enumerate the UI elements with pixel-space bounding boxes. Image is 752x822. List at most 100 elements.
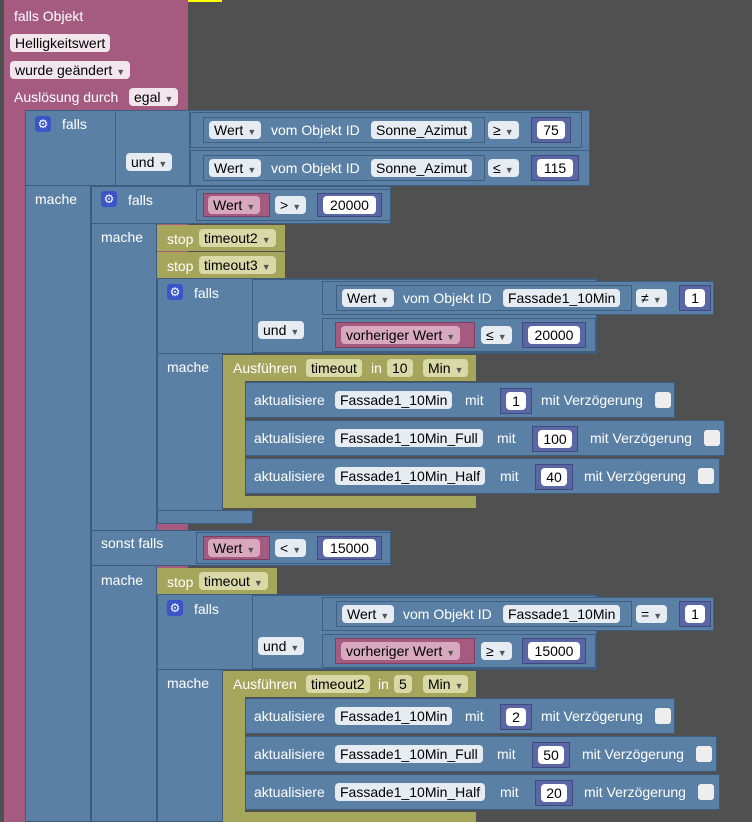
chevron-down-icon: ▼ [446, 332, 456, 342]
gear-icon[interactable]: ⚙ [167, 600, 183, 616]
object-id-field-2[interactable]: Sonne_Azimut [371, 159, 473, 177]
gear-icon[interactable]: ⚙ [167, 284, 183, 300]
number-value-8[interactable]: 15000 [528, 642, 580, 660]
stop-label-2: stop [167, 258, 194, 274]
timeout-name-2[interactable]: timeout2 [306, 675, 370, 693]
delay-checkbox-3[interactable] [698, 468, 714, 484]
number-value-4[interactable]: 1 [685, 289, 705, 307]
wert-dropdown-3[interactable]: Wert▼ [208, 196, 261, 214]
update-value-6[interactable]: 20 [541, 784, 567, 802]
chevron-down-icon: ▼ [380, 295, 390, 305]
vorheriger-wert-dropdown-8[interactable]: vorheriger Wert▼ [341, 642, 461, 660]
stop-dropdown-1[interactable]: timeout2▼ [199, 229, 276, 247]
chevron-down-icon: ▼ [290, 327, 300, 337]
chevron-down-icon: ▼ [652, 295, 662, 305]
mit-label-6: mit [500, 784, 519, 800]
number-value-2[interactable]: 115 [537, 159, 573, 177]
logic-and-block-1-head [115, 110, 190, 186]
wert-dropdown-1[interactable]: Wert▼ [209, 121, 262, 139]
update-block-1[interactable] [245, 382, 675, 418]
mit-label-4: mit [465, 708, 484, 724]
in-label-1: in [371, 360, 382, 376]
number-value-7[interactable]: 1 [685, 605, 705, 623]
operator-dropdown-2[interactable]: ≤▼ [488, 159, 519, 177]
stop-dropdown-3[interactable]: timeout▼ [199, 572, 268, 590]
operator-dropdown-5[interactable]: ≤▼ [481, 326, 512, 344]
aktualisiere-label-3: aktualisiere [254, 468, 325, 484]
chevron-down-icon: ▼ [292, 202, 302, 212]
vom-objekt-label-1: vom Objekt ID [271, 122, 360, 138]
update-object-5[interactable]: Fassade1_10Min_Full [335, 745, 483, 763]
aktualisiere-label-5: aktualisiere [254, 746, 325, 762]
operator-dropdown-3[interactable]: >▼ [275, 196, 307, 214]
mache-label-3: mache [167, 359, 210, 375]
update-block-2[interactable] [245, 420, 725, 456]
vorheriger-wert-dropdown-5[interactable]: vorheriger Wert▼ [341, 326, 461, 344]
und-dropdown-1b[interactable]: und▼ [126, 153, 173, 171]
update-object-2[interactable]: Fassade1_10Min_Full [335, 429, 483, 447]
ausfuehren-label-2: Ausführen [233, 676, 297, 692]
chevron-down-icon: ▼ [158, 159, 168, 169]
gear-icon[interactable]: ⚙ [101, 191, 117, 207]
if-block-inner-1-foot [157, 510, 253, 524]
object-name-field[interactable]: Helligkeitswert [10, 34, 111, 52]
falls-label-2: falls [128, 192, 153, 208]
number-value-3[interactable]: 20000 [323, 196, 376, 214]
delay-checkbox-5[interactable] [696, 746, 712, 762]
delay-checkbox-6[interactable] [698, 784, 714, 800]
wert-dropdown-6[interactable]: Wert▼ [208, 539, 261, 557]
chevron-down-icon: ▼ [164, 94, 174, 104]
delay-checkbox-1[interactable] [655, 392, 671, 408]
operator-dropdown-8[interactable]: ≥▼ [481, 642, 512, 660]
chevron-down-icon: ▼ [446, 648, 456, 658]
update-value-5[interactable]: 50 [538, 746, 564, 764]
object-id-field-4[interactable]: Fassade1_10Min [503, 289, 621, 307]
update-object-4[interactable]: Fassade1_10Min [335, 707, 453, 725]
wert-dropdown-2[interactable]: Wert▼ [209, 159, 262, 177]
und-dropdown-3[interactable]: und▼ [258, 637, 305, 655]
update-value-3[interactable]: 40 [541, 468, 567, 486]
number-value-1[interactable]: 75 [537, 121, 565, 139]
number-value-6[interactable]: 15000 [323, 539, 376, 557]
update-value-1[interactable]: 1 [506, 392, 526, 410]
chevron-down-icon: ▼ [497, 648, 507, 658]
delay-checkbox-2[interactable] [704, 430, 720, 446]
delay-checkbox-4[interactable] [655, 708, 671, 724]
aktualisiere-label-4: aktualisiere [254, 708, 325, 724]
timeout-block-2[interactable] [223, 671, 245, 822]
timeout-value-1[interactable]: 10 [387, 359, 413, 377]
update-value-2[interactable]: 100 [538, 430, 572, 448]
if-block-outer[interactable] [25, 110, 91, 822]
gear-icon[interactable]: ⚙ [35, 116, 51, 132]
timeout-block-1[interactable] [223, 355, 245, 507]
ausloesung-dropdown[interactable]: egal▼ [129, 88, 179, 106]
operator-dropdown-6[interactable]: <▼ [275, 539, 307, 557]
operator-dropdown-1[interactable]: ≥▼ [488, 121, 519, 139]
timeout-block-1-foot [223, 496, 476, 508]
vom-objekt-label-2: vom Objekt ID [271, 160, 360, 176]
update-object-1[interactable]: Fassade1_10Min [335, 391, 453, 409]
sonst-falls-label: sonst falls [101, 535, 164, 551]
update-object-6[interactable]: Fassade1_10Min_Half [335, 783, 486, 801]
update-value-4[interactable]: 2 [506, 708, 526, 726]
timeout-value-2[interactable]: 5 [394, 675, 412, 693]
update-block-4[interactable] [245, 698, 675, 734]
timeout-name-1[interactable]: timeout [306, 359, 362, 377]
update-block-5[interactable] [245, 736, 717, 772]
wert-dropdown-7[interactable]: Wert▼ [342, 605, 395, 623]
mache-label-1: mache [35, 191, 78, 207]
operator-dropdown-7[interactable]: =▼ [636, 605, 668, 623]
change-mode-dropdown[interactable]: wurde geändert▼ [10, 61, 131, 79]
und-dropdown-2[interactable]: und▼ [258, 321, 305, 339]
number-value-5[interactable]: 20000 [528, 326, 580, 344]
operator-dropdown-4[interactable]: ≠▼ [636, 289, 667, 307]
timeout-unit-2[interactable]: Min▼ [423, 675, 469, 693]
object-id-field-7[interactable]: Fassade1_10Min [503, 605, 621, 623]
timeout-unit-1[interactable]: Min▼ [423, 359, 469, 377]
wert-dropdown-4[interactable]: Wert▼ [342, 289, 395, 307]
stop-dropdown-2[interactable]: timeout3▼ [199, 256, 276, 274]
if-block-2[interactable] [91, 186, 157, 822]
chevron-down-icon: ▼ [261, 235, 271, 245]
object-id-field-1[interactable]: Sonne_Azimut [371, 121, 473, 139]
update-object-3[interactable]: Fassade1_10Min_Half [335, 467, 486, 485]
